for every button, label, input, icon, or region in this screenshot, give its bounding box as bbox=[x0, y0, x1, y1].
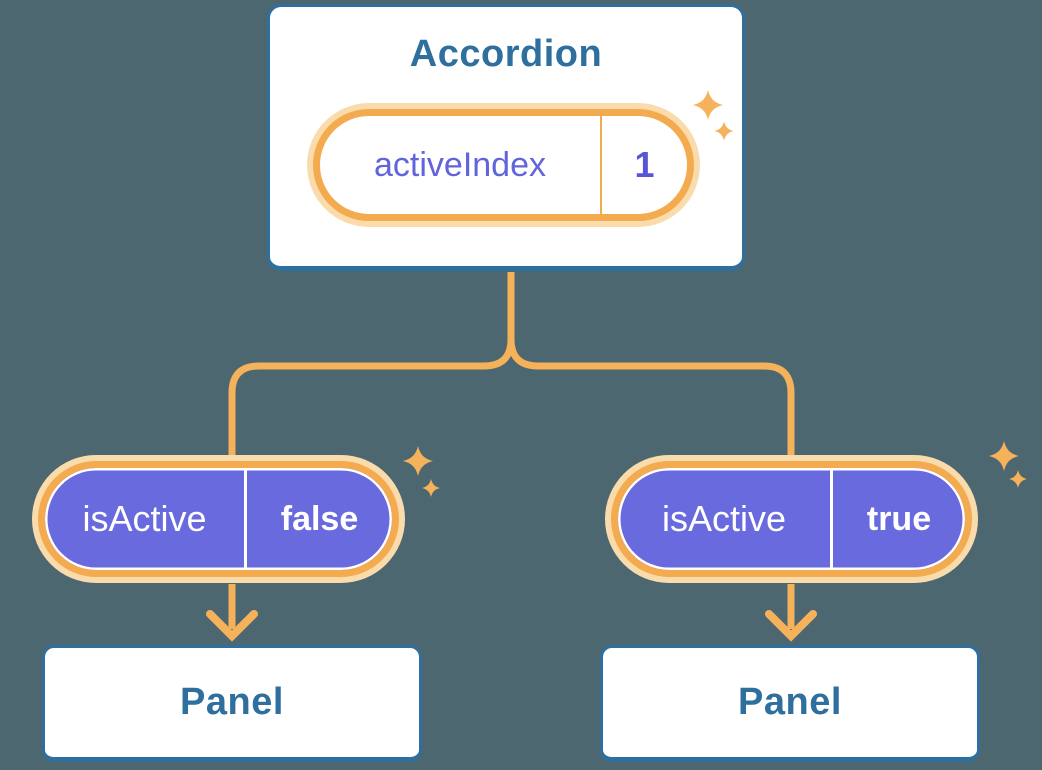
prop-name-label: isActive bbox=[82, 498, 207, 539]
pill-divider bbox=[830, 470, 833, 568]
sparkle-icon bbox=[989, 441, 1019, 471]
state-value-label: 1 bbox=[634, 144, 655, 185]
prop-name-label: isActive bbox=[661, 498, 787, 539]
sparkle-icon bbox=[422, 479, 440, 497]
accordion-title: Accordion bbox=[409, 33, 603, 75]
state-pill: activeIndex 1 bbox=[313, 109, 694, 221]
arrow-head-right-icon bbox=[765, 610, 817, 642]
panel-title: Panel bbox=[738, 681, 842, 723]
pill-divider bbox=[244, 470, 247, 568]
sparkle-icon bbox=[403, 446, 433, 476]
prop-pill-left: isActive false bbox=[38, 461, 399, 577]
panel-box-left: Panel bbox=[42, 645, 422, 762]
pill-divider bbox=[600, 116, 602, 214]
prop-pill-right: isActive true bbox=[611, 461, 972, 577]
panel-title: Panel bbox=[180, 681, 284, 723]
sparkle-icon bbox=[1009, 470, 1027, 488]
prop-value-label: true bbox=[866, 499, 932, 538]
panel-box-right: Panel bbox=[600, 645, 980, 762]
arrow-head-left-icon bbox=[206, 610, 258, 642]
state-name-label: activeIndex bbox=[374, 145, 546, 184]
branch-line-right bbox=[507, 272, 795, 470]
prop-value-label: false bbox=[280, 499, 359, 538]
branch-line-left bbox=[228, 272, 515, 470]
